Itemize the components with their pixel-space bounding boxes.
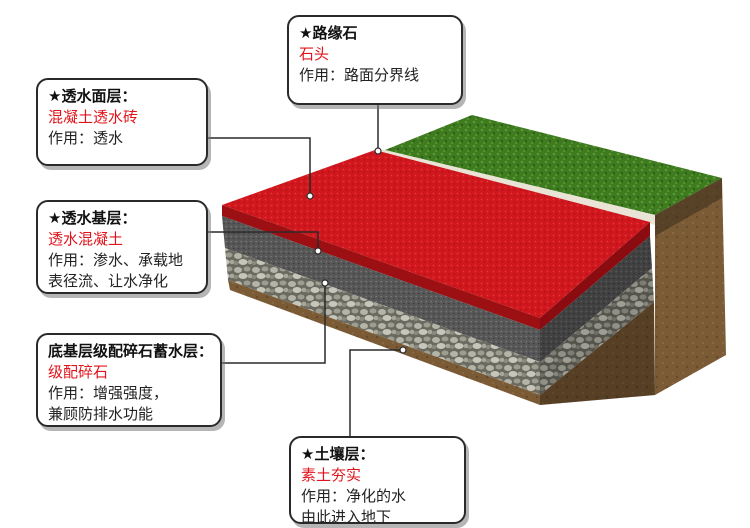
callout-base-title: ★透水基层：: [48, 209, 137, 227]
callout-soil-desc-2: 由此进入地下: [301, 508, 392, 526]
callout-soil: ★土壤层： 素土夯实 作用：净化的水 由此进入地下: [289, 436, 466, 526]
callout-soil-material: 素土夯实: [301, 466, 362, 484]
permeable-concrete-layer: [222, 216, 540, 362]
callout-soil-desc-1: 作用：净化的水: [301, 487, 407, 505]
callout-subbase-material: 级配碎石: [48, 363, 109, 381]
leader-surface: [208, 137, 311, 195]
pointer-dot: [399, 346, 407, 354]
callout-subbase-desc-1: 作用：增强强度，: [48, 384, 169, 402]
permeable-surface-edge: [222, 205, 540, 330]
callout-curb-desc: 作用：路面分界线: [299, 66, 420, 84]
callout-subbase: 底基层级配碎石蓄水层： 级配碎石 作用：增强强度， 兼顾防排水功能: [36, 333, 222, 427]
gravel-layer: [225, 248, 540, 395]
callout-subbase-title: 底基层级配碎石蓄水层：: [48, 342, 214, 360]
callout-soil-title: ★土壤层：: [301, 445, 375, 463]
permeable-surface-top: [222, 150, 650, 318]
pointer-dot: [321, 279, 329, 287]
pointer-dot: [374, 147, 382, 155]
callout-base-desc-2: 表径流、让水净化: [48, 272, 169, 290]
grass-area: [385, 115, 722, 215]
callout-surface-desc: 作用：透水: [48, 129, 124, 147]
soil-layer: [228, 280, 540, 405]
pointer-dot: [314, 247, 322, 255]
leader-base: [208, 231, 319, 250]
leader-subbase: [222, 283, 326, 364]
callout-curb: ★路缘石 石头 作用：路面分界线: [287, 15, 463, 105]
callout-surface-title: ★透水面层：: [48, 87, 137, 105]
callout-curb-material: 石头: [299, 45, 330, 63]
callout-surface: ★透水面层： 混凝土透水砖 作用：透水: [36, 78, 208, 166]
leader-soil: [349, 349, 403, 436]
pointer-dot: [306, 192, 314, 200]
callout-base-material: 透水混凝土: [48, 230, 124, 248]
callout-surface-material: 混凝土透水砖: [48, 108, 139, 126]
callout-curb-title: ★路缘石: [299, 24, 358, 42]
callout-subbase-desc-2: 兼顾防排水功能: [48, 405, 154, 423]
grass-side: [655, 178, 726, 395]
callout-base-desc-1: 作用：渗水、承载地: [48, 251, 184, 269]
callout-base: ★透水基层： 透水混凝土 作用：渗水、承载地 表径流、让水净化: [36, 200, 208, 294]
